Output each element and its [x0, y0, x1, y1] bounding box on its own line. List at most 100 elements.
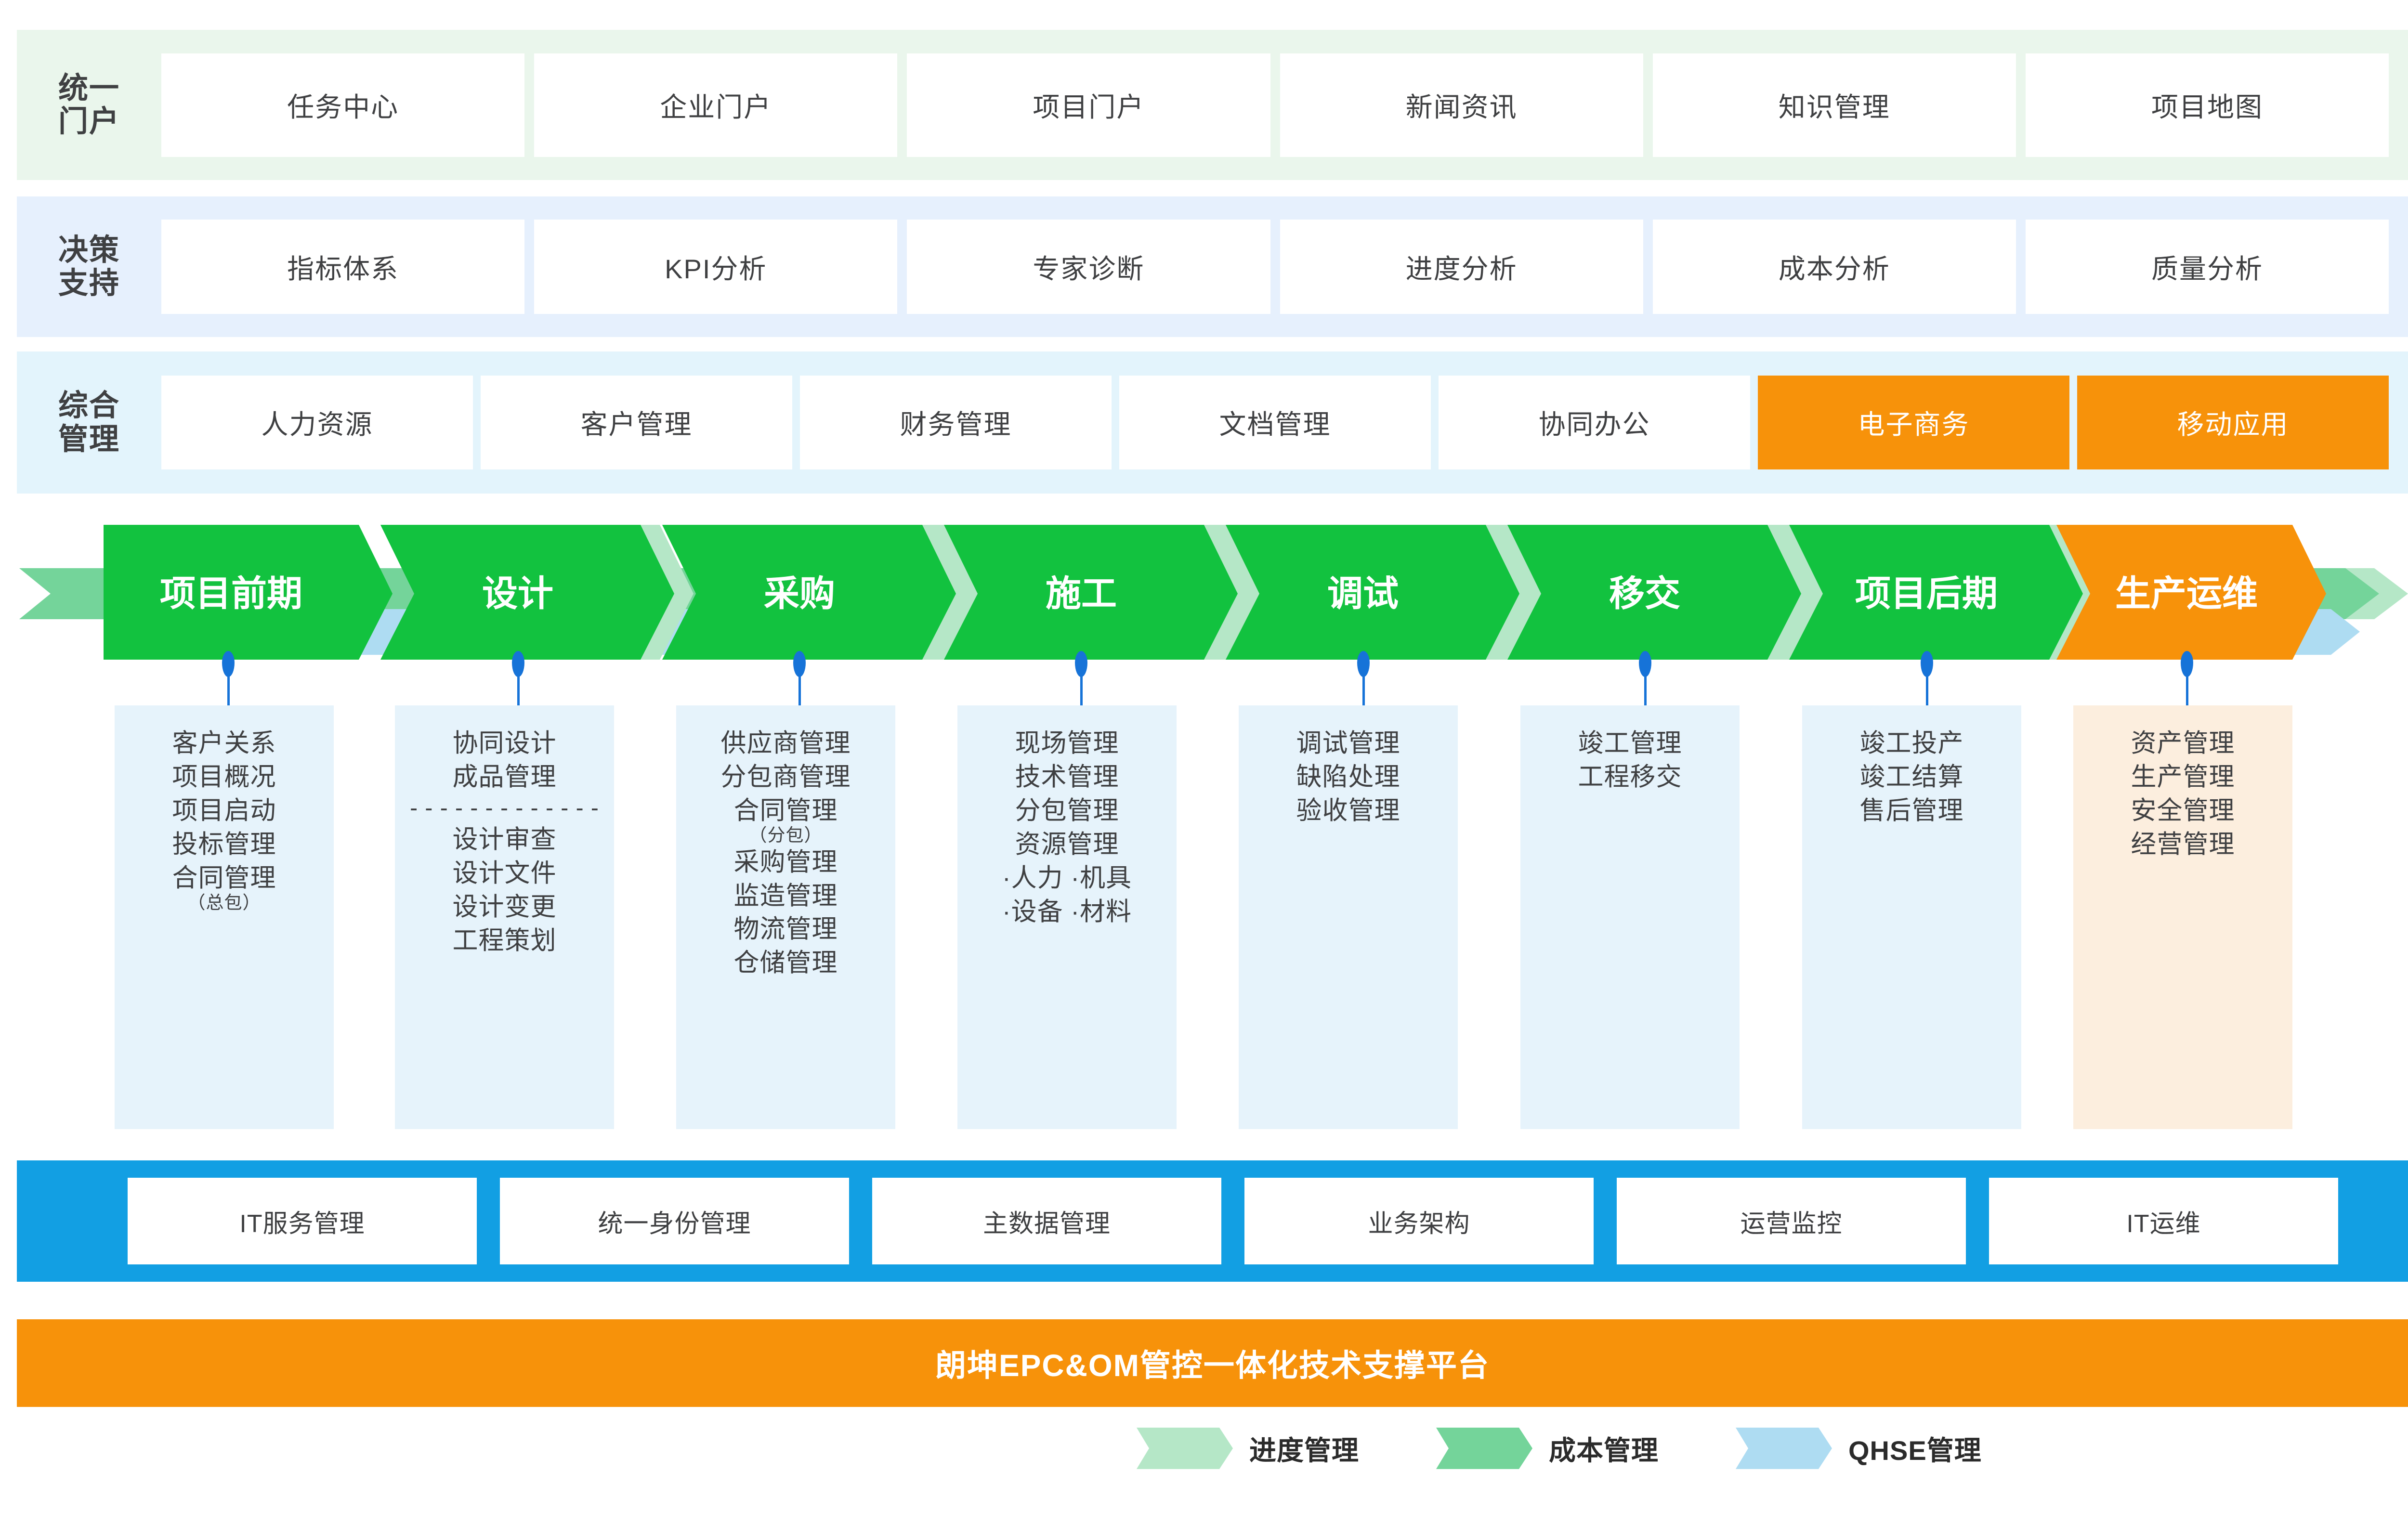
layer-card-portal-0[interactable]: 任务中心 — [161, 53, 525, 157]
detail-item: 现场管理 — [1015, 729, 1119, 757]
layer-card-general-4[interactable]: 协同办公 — [1439, 376, 1750, 469]
pin-stem — [2186, 675, 2188, 728]
phase-label-2: 采购 — [764, 573, 835, 613]
phase-chevron-0[interactable]: 项目前期 — [104, 525, 393, 660]
detail-item: 资源管理 — [1015, 830, 1119, 859]
legend-swatch-chevron-icon — [1436, 1428, 1532, 1469]
detail-column-7: 资产管理 生产管理 安全管理 经营管理 — [2073, 705, 2292, 1129]
phase-chevron-7[interactable]: 生产运维 — [2056, 525, 2326, 660]
pin-head-icon — [512, 651, 524, 677]
detail-column-0: 客户关系 项目概况 项目启动 投标管理 合同管理 （总包） — [115, 705, 334, 1129]
it-card-1[interactable]: 统一身份管理 — [500, 1178, 849, 1264]
detail-item: 供应商管理 — [720, 729, 851, 757]
pin-head-icon — [1075, 651, 1087, 677]
detail-item: 经营管理 — [2131, 830, 2235, 859]
detail-item: 成品管理 — [452, 762, 557, 791]
phase-ribbon: 项目前期 设计 采购 施工 调试 移交 — [0, 520, 2408, 664]
layer-card-general-6[interactable]: 移动应用 — [2077, 376, 2389, 469]
layer-label-general: 综合 管理 — [58, 389, 120, 456]
it-card-4[interactable]: 运营监控 — [1617, 1178, 1966, 1264]
layer-band-portal: 统一 门户 任务中心 企业门户 项目门户 新闻资讯 知识管理 项目地图 — [17, 30, 2408, 180]
layer-card-general-2[interactable]: 财务管理 — [800, 376, 1112, 469]
layer-card-decision-2[interactable]: 专家诊断 — [907, 220, 1270, 314]
detail-item: 生产管理 — [2131, 762, 2235, 791]
it-support-bar: IT服务管理 统一身份管理 主数据管理 业务架构 运营监控 IT运维 — [17, 1160, 2408, 1282]
detail-item-sub: （总包） — [187, 892, 261, 912]
detail-item: 物流管理 — [733, 915, 838, 944]
detail-item: ·人力 ·机具 — [1002, 863, 1132, 892]
pin-stem — [227, 675, 230, 728]
it-card-0[interactable]: IT服务管理 — [128, 1178, 477, 1264]
detail-item: 资产管理 — [2131, 729, 2235, 757]
phase-label-6: 项目后期 — [1855, 573, 1998, 613]
layer-label-portal: 统一 门户 — [58, 71, 120, 138]
detail-item: 售后管理 — [1859, 796, 1964, 825]
layer-label-decision: 决策 支持 — [58, 233, 120, 300]
legend-item-qhse: QHSE管理 — [1736, 1428, 1982, 1469]
phase-label-0: 项目前期 — [160, 573, 302, 613]
layer-card-general-3[interactable]: 文档管理 — [1119, 376, 1431, 469]
pin-head-icon — [222, 651, 235, 677]
detail-item: 监造管理 — [733, 881, 838, 910]
layer-card-portal-4[interactable]: 知识管理 — [1652, 53, 2016, 157]
phase-chevron-5[interactable]: 移交 — [1507, 525, 1801, 660]
layer-card-decision-0[interactable]: 指标体系 — [161, 220, 525, 314]
layer-cards-portal: 任务中心 企业门户 项目门户 新闻资讯 知识管理 项目地图 — [161, 53, 2408, 157]
detail-item: 分包管理 — [1015, 796, 1119, 825]
detail-item: 竣工管理 — [1578, 729, 1682, 757]
layer-card-decision-1[interactable]: KPI分析 — [534, 220, 898, 314]
phase-label-1: 设计 — [482, 573, 553, 613]
phase-label-7: 生产运维 — [2115, 573, 2258, 613]
pin-head-icon — [793, 651, 806, 677]
layer-card-decision-3[interactable]: 进度分析 — [1280, 220, 1643, 314]
layer-cards-decision: 指标体系 KPI分析 专家诊断 进度分析 成本分析 质量分析 — [161, 220, 2408, 314]
detail-column-2: 供应商管理 分包商管理 合同管理 （分包） 采购管理 监造管理 物流管理 仓储管… — [676, 705, 895, 1129]
layer-band-general: 综合 管理 人力资源 客户管理 财务管理 文档管理 协同办公 电子商务 移动应用 — [17, 351, 2408, 494]
detail-column-1: 协同设计 成品管理 - - - - - - - - - - - - - 设计审查… — [395, 705, 614, 1129]
detail-item: 工程移交 — [1578, 762, 1682, 791]
detail-item: 设计审查 — [452, 825, 557, 854]
phase-chevron-4[interactable]: 调试 — [1226, 525, 1519, 660]
detail-item: 协同设计 — [452, 729, 557, 757]
layer-card-general-1[interactable]: 客户管理 — [481, 376, 792, 469]
detail-item: 验收管理 — [1296, 796, 1400, 825]
phase-label-5: 移交 — [1609, 573, 1680, 613]
phase-chevron-1[interactable]: 设计 — [380, 525, 674, 660]
platform-bar: 朗坤EPC&OM管控一体化技术支撑平台 — [17, 1319, 2408, 1407]
layer-card-portal-2[interactable]: 项目门户 — [907, 53, 1270, 157]
layer-card-decision-5[interactable]: 质量分析 — [2025, 220, 2389, 314]
legend-label-qhse: QHSE管理 — [1848, 1435, 1982, 1466]
detail-item: 缺陷处理 — [1296, 762, 1400, 791]
it-card-2[interactable]: 主数据管理 — [872, 1178, 1221, 1264]
detail-item: 项目启动 — [172, 796, 276, 825]
layer-card-portal-3[interactable]: 新闻资讯 — [1280, 53, 1643, 157]
layer-card-general-0[interactable]: 人力资源 — [161, 376, 473, 469]
pin-head-icon — [1921, 651, 1933, 677]
phase-label-4: 调试 — [1327, 573, 1399, 613]
legend-item-cost: 成本管理 — [1436, 1428, 1659, 1469]
detail-item: 调试管理 — [1296, 729, 1400, 757]
layer-card-general-5[interactable]: 电子商务 — [1758, 376, 2069, 469]
detail-item: 仓储管理 — [733, 949, 838, 977]
phase-detail-columns: 客户关系 项目概况 项目启动 投标管理 合同管理 （总包） 协同设计 成品管理 … — [0, 705, 2408, 1129]
phase-chevron-2[interactable]: 采购 — [662, 525, 956, 660]
layer-card-portal-1[interactable]: 企业门户 — [534, 53, 898, 157]
it-card-3[interactable]: 业务架构 — [1244, 1178, 1594, 1264]
phase-chevron-3[interactable]: 施工 — [944, 525, 1238, 660]
detail-item: 设计变更 — [452, 892, 557, 921]
phase-label-3: 施工 — [1046, 573, 1117, 613]
legend-label-progress: 进度管理 — [1249, 1435, 1359, 1466]
layer-card-portal-5[interactable]: 项目地图 — [2025, 53, 2389, 157]
layer-card-decision-4[interactable]: 成本分析 — [1652, 220, 2016, 314]
pin-stem — [1926, 675, 1928, 728]
it-card-5[interactable]: IT运维 — [1989, 1178, 2338, 1264]
detail-column-5: 竣工管理 工程移交 — [1520, 705, 1740, 1129]
detail-item: 竣工投产 — [1859, 729, 1964, 757]
detail-divider: - - - - - - - - - - - - - — [410, 795, 599, 821]
detail-item-sub: （分包） — [749, 825, 823, 845]
phase-chevron-6[interactable]: 项目后期 — [1789, 525, 2083, 660]
detail-item: 项目概况 — [172, 762, 276, 791]
layer-band-decision: 决策 支持 指标体系 KPI分析 专家诊断 进度分析 成本分析 质量分析 — [17, 196, 2408, 337]
pin-head-icon — [1357, 651, 1370, 677]
pin-stem — [1644, 675, 1647, 728]
